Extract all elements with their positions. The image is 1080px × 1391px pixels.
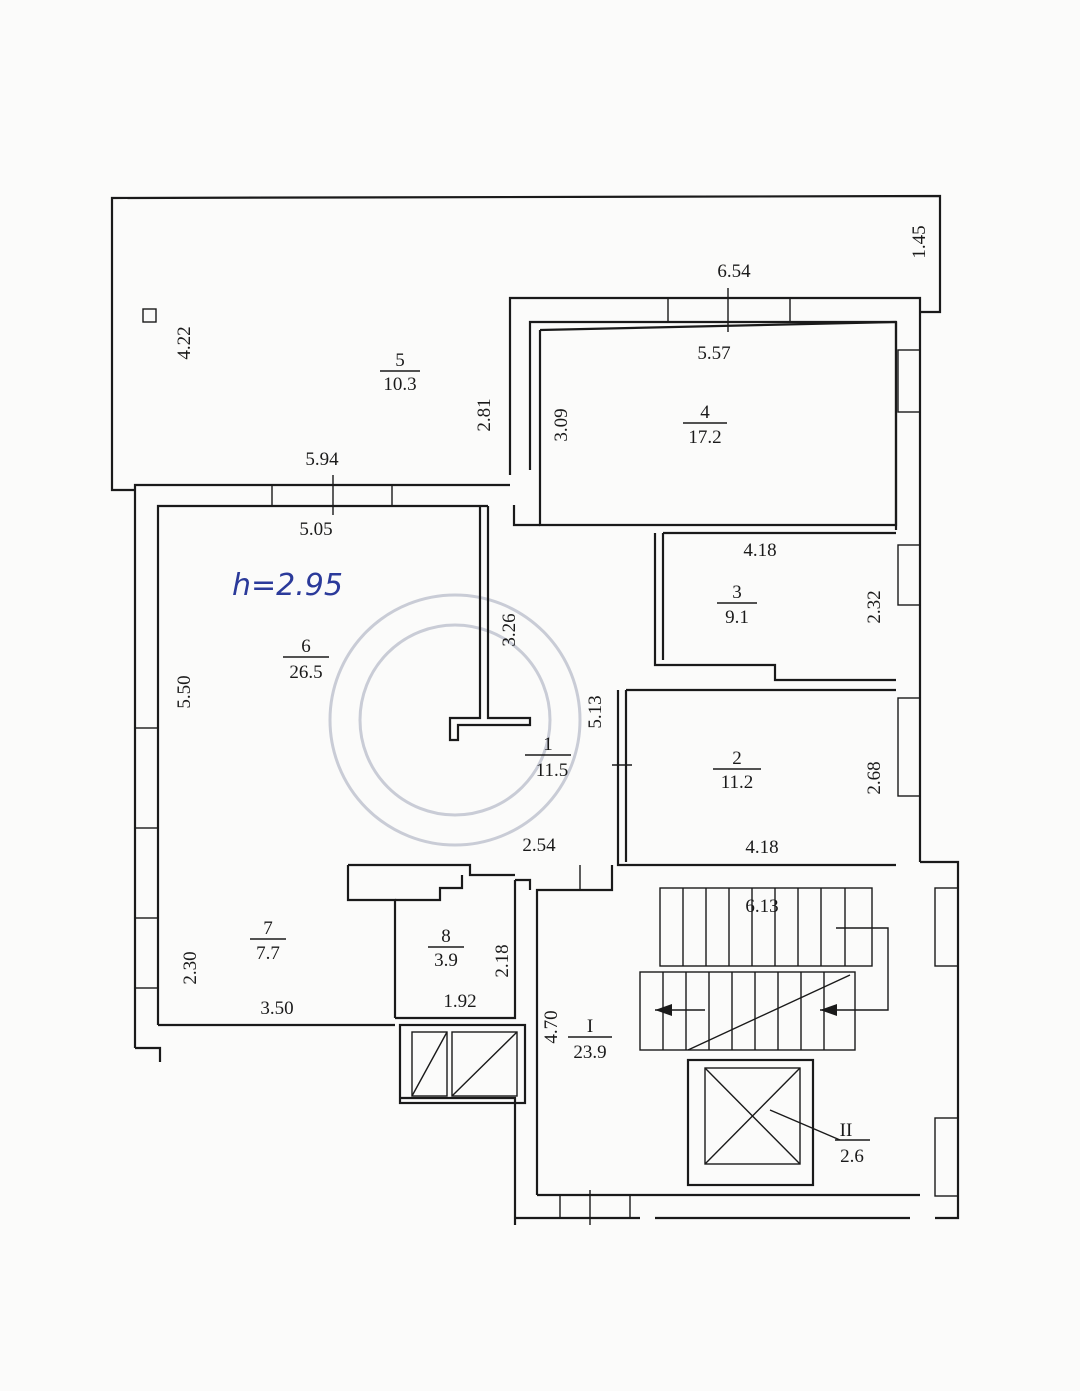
- dim-6-54: 6.54: [717, 261, 751, 282]
- dim-1-92: 1.92: [443, 991, 476, 1012]
- room-I-area: 23.9: [573, 1042, 606, 1063]
- stairs: [639, 887, 889, 1051]
- dim-5-94: 5.94: [305, 449, 339, 470]
- dimension-ticks: [332, 288, 729, 1225]
- dim-5-57: 5.57: [697, 343, 730, 364]
- dim-2-81: 2.81: [474, 398, 495, 431]
- dim-2-32: 2.32: [864, 590, 885, 623]
- room-I-number: I: [587, 1016, 593, 1037]
- room-1-number: 1: [543, 734, 553, 755]
- faint-stamp: [328, 593, 582, 847]
- room-2-area: 11.2: [721, 772, 754, 793]
- room-II-area: 2.6: [840, 1146, 864, 1167]
- elevator-II: [686, 1058, 870, 1187]
- dim-6-13: 6.13: [745, 896, 778, 917]
- windows: [134, 297, 959, 1219]
- dim-2-18: 2.18: [492, 944, 513, 977]
- dim-3-50: 3.50: [260, 998, 293, 1019]
- room-2-number: 2: [732, 748, 742, 769]
- dim-4-22: 4.22: [174, 326, 195, 359]
- dim-4-70: 4.70: [541, 1010, 562, 1043]
- room-7-area: 7.7: [256, 943, 280, 964]
- room-4-number: 4: [700, 402, 710, 423]
- dim-2-68: 2.68: [864, 761, 885, 794]
- dim-2-30: 2.30: [180, 951, 201, 984]
- room-5-area: 10.3: [383, 374, 416, 395]
- room-1-area: 11.5: [536, 760, 569, 781]
- room-5-outline: [110, 194, 942, 492]
- height-note: h=2.95: [232, 568, 343, 603]
- shafts: [398, 1023, 527, 1105]
- room-8-number: 8: [441, 926, 451, 947]
- room-labels: 5 10.3 4 17.2 6 26.5 3 9.1 1 11.5 2 11.2…: [250, 350, 864, 1167]
- dim-3-09: 3.09: [551, 408, 572, 441]
- room-6-number: 6: [301, 636, 311, 657]
- dim-4-18-top: 4.18: [743, 540, 776, 561]
- room-II-number: II: [840, 1120, 853, 1141]
- room-7-number: 7: [263, 918, 273, 939]
- dim-5-50: 5.50: [174, 675, 195, 708]
- room-8-area: 3.9: [434, 950, 458, 971]
- room-4-walls: [538, 320, 898, 527]
- room-4-area: 17.2: [688, 427, 721, 448]
- dim-3-26: 3.26: [499, 613, 520, 646]
- dim-1-45: 1.45: [909, 225, 930, 258]
- room-5-number: 5: [395, 350, 405, 371]
- dim-2-54: 2.54: [522, 835, 556, 856]
- interior-walls: [346, 505, 896, 1195]
- dim-5-13: 5.13: [585, 695, 606, 728]
- dim-5-05: 5.05: [299, 519, 332, 540]
- room-6-area: 26.5: [289, 662, 322, 683]
- room-3-area: 9.1: [725, 607, 749, 628]
- dimension-labels: 1.45 6.54 4.22 5.57 2.81 3.09 5.94 5.05 …: [174, 225, 930, 1043]
- dim-4-18-bottom: 4.18: [745, 837, 778, 858]
- room-3-number: 3: [732, 582, 742, 603]
